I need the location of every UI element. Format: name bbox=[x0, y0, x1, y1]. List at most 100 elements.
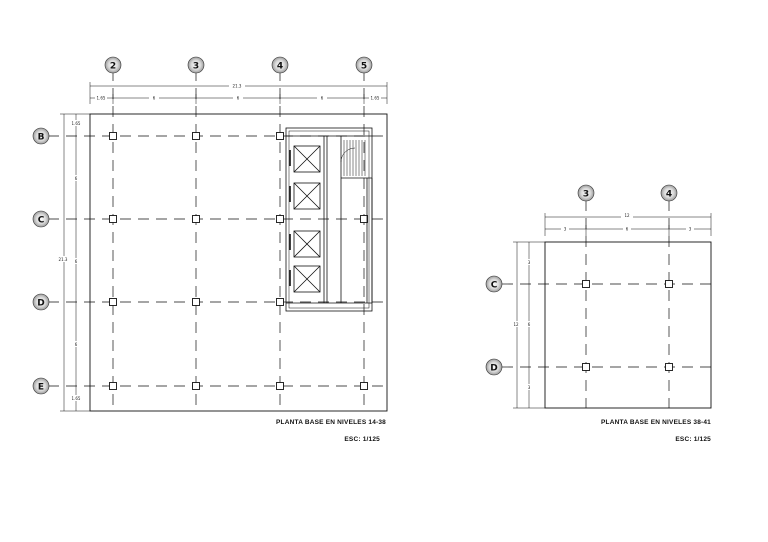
dim-label-bg bbox=[72, 175, 80, 181]
dim-label-bg bbox=[58, 256, 70, 262]
grid-bubble-3: 3 bbox=[577, 184, 595, 202]
column bbox=[109, 132, 117, 140]
plan-a-outline bbox=[89, 113, 388, 412]
dim-label-bg bbox=[525, 384, 533, 390]
elevator-cab bbox=[293, 145, 321, 173]
grid-bubble-label: 5 bbox=[361, 62, 367, 72]
plan-b: 12 3 6 3 12 3 6 3 3 4 bbox=[485, 184, 712, 443]
plan-b-height-seg-2: 6 bbox=[528, 322, 531, 327]
grid-bubble-4: 4 bbox=[660, 184, 678, 202]
plan-b-grid-lines bbox=[502, 200, 711, 408]
grid-bubble-label: E bbox=[38, 383, 44, 393]
elevator-x bbox=[293, 145, 321, 173]
plan-a-width-seg-4: 6 bbox=[321, 96, 324, 101]
plan-b-width-seg-3: 3 bbox=[689, 227, 692, 232]
column bbox=[582, 280, 590, 288]
dim-label-bg bbox=[317, 95, 327, 101]
column bbox=[192, 215, 200, 223]
grid-bubble-B: B bbox=[32, 127, 50, 145]
column bbox=[192, 382, 200, 390]
plan-a-width-seg-1: 1.65 bbox=[97, 96, 106, 101]
plan-a-columns bbox=[109, 132, 368, 390]
plan-b-overall-height: 12 bbox=[513, 322, 519, 327]
dim-label-bg bbox=[233, 95, 243, 101]
column bbox=[276, 132, 284, 140]
column bbox=[192, 132, 200, 140]
elevator-3 bbox=[293, 230, 321, 258]
column bbox=[276, 298, 284, 306]
plan-a-row-bubbles: B C D E bbox=[32, 127, 50, 395]
elevator-2 bbox=[293, 182, 321, 210]
plan-a-grid-lines bbox=[48, 70, 387, 411]
column bbox=[109, 382, 117, 390]
column bbox=[665, 363, 673, 371]
grid-bubble-label: D bbox=[37, 299, 44, 309]
dim-label-bg bbox=[149, 95, 159, 101]
elevator-1 bbox=[293, 145, 321, 173]
core-outline-inner bbox=[288, 130, 370, 309]
grid-bubble-label: C bbox=[38, 216, 45, 226]
elevator-x bbox=[293, 182, 321, 210]
dim-label-bg bbox=[621, 212, 633, 219]
dim-label-bg bbox=[229, 83, 245, 89]
dim-label-bg bbox=[95, 95, 107, 101]
grid-bubble-label: B bbox=[38, 133, 45, 143]
grid-bubble-2: 2 bbox=[104, 56, 122, 74]
elevator-cab bbox=[293, 230, 321, 258]
column bbox=[582, 363, 590, 371]
elevator-x bbox=[293, 265, 321, 293]
dim-label-bg bbox=[70, 395, 82, 401]
dim-label-bg bbox=[70, 120, 82, 126]
plan-a-height-seg-1: 1.65 bbox=[72, 121, 81, 126]
dim-label-bg bbox=[525, 259, 533, 265]
plan-a-title: PLANTA BASE EN NIVELES 14-38 bbox=[276, 419, 386, 426]
dim-label-bg bbox=[686, 226, 694, 232]
plan-a-overall-height: 21.3 bbox=[59, 257, 68, 262]
plan-a-height-seg-2: 6 bbox=[75, 176, 78, 181]
elevator-cab bbox=[293, 265, 321, 293]
dim-label-bg bbox=[511, 321, 521, 327]
grid-bubble-D: D bbox=[485, 358, 503, 376]
column bbox=[276, 382, 284, 390]
column bbox=[276, 215, 284, 223]
plan-b-title: PLANTA BASE EN NIVELES 38-41 bbox=[601, 419, 711, 426]
dim-label-bg bbox=[561, 226, 569, 232]
plan-b-height-seg-3: 3 bbox=[528, 385, 531, 390]
dim-label-bg bbox=[72, 258, 80, 264]
grid-bubble-E: E bbox=[32, 377, 50, 395]
plan-b-columns bbox=[582, 280, 673, 371]
plan-b-scale: ESC: 1/125 bbox=[675, 436, 711, 443]
grid-bubble-3: 3 bbox=[187, 56, 205, 74]
elevator-4 bbox=[293, 265, 321, 293]
column bbox=[109, 215, 117, 223]
plan-b-row-bubbles: C D bbox=[485, 275, 503, 376]
elevator-x bbox=[293, 230, 321, 258]
plan-a: 21.3 1.65 6 6 6 1.65 21.3 1.65 6 6 6 1.6… bbox=[32, 56, 388, 443]
plan-a-column-bubbles: 2 3 4 5 bbox=[104, 56, 373, 74]
plan-a-height-seg-5: 1.65 bbox=[72, 396, 81, 401]
plan-a-width-seg-2: 6 bbox=[153, 96, 156, 101]
dim-label-bg bbox=[369, 95, 381, 101]
grid-bubble-label: 4 bbox=[277, 62, 283, 72]
elevator-cab bbox=[293, 182, 321, 210]
grid-bubble-label: 4 bbox=[666, 190, 672, 200]
plan-b-height-seg-1: 3 bbox=[528, 260, 531, 265]
stair bbox=[340, 140, 366, 176]
plan-a-core bbox=[285, 127, 373, 312]
column bbox=[109, 298, 117, 306]
grid-bubble-label: 2 bbox=[110, 62, 116, 72]
grid-bubble-5: 5 bbox=[355, 56, 373, 74]
dim-label-bg bbox=[72, 341, 80, 347]
grid-bubble-label: D bbox=[490, 364, 497, 374]
column bbox=[192, 298, 200, 306]
plan-a-scale: ESC: 1/125 bbox=[344, 436, 380, 443]
plan-b-overall-width: 12 bbox=[624, 213, 630, 218]
grid-bubble-label: C bbox=[491, 281, 498, 291]
column bbox=[665, 280, 673, 288]
plan-b-outline bbox=[544, 241, 712, 409]
grid-bubble-label: 3 bbox=[193, 62, 199, 72]
plan-b-width-seg-1: 3 bbox=[564, 227, 567, 232]
dim-label-bg bbox=[623, 226, 631, 232]
plan-b-width-seg-2: 6 bbox=[626, 227, 629, 232]
